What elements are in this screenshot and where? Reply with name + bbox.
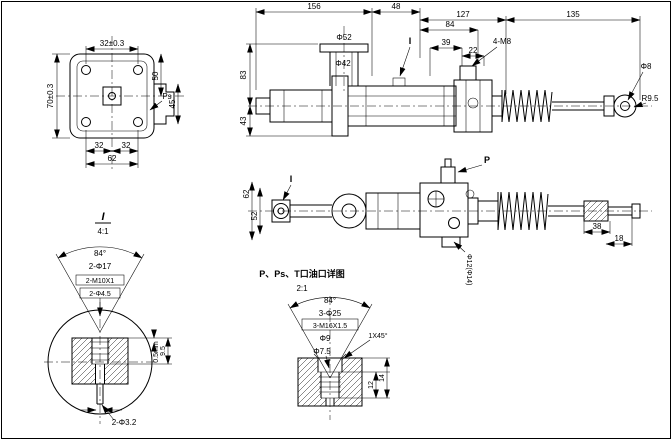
top-side-view: 156 48 127 135 84 39 22 4-M8 Φ52 Φ42 I 8… (239, 2, 659, 137)
dim-38: 38 (593, 222, 602, 231)
dim-127: 127 (456, 10, 470, 19)
label-4m8: 4-M8 (493, 37, 512, 46)
detail-marker-i-2: I (290, 174, 293, 184)
dim-39: 39 (442, 38, 451, 47)
dim-2phi17: 2-Φ17 (89, 262, 112, 271)
port-ps-label: Ps (162, 92, 171, 101)
dim-bottom-right: 32 (122, 141, 131, 150)
dim-chamfer: 1X45° (368, 332, 387, 340)
side-lug (154, 83, 175, 125)
detail-marker-i: I (409, 36, 412, 46)
dim-22: 22 (469, 46, 478, 55)
detail-i-angle: 84° (94, 249, 106, 258)
dim-phi75: Φ7.5 (313, 347, 331, 356)
dim-83: 83 (239, 70, 248, 79)
dim-84: 84 (446, 20, 455, 29)
dim-48: 48 (392, 2, 401, 11)
dim-43: 43 (239, 116, 248, 125)
dim-135: 135 (566, 10, 580, 19)
end-view: 32±0.3 70±0.3 32 32 62 50 45 Ps (46, 36, 186, 172)
port-detail-view: P、Ps、T口油口详图 2:1 84° 3-Φ25 3-M16X1.5 Φ9 Φ… (259, 268, 390, 420)
dim-2phi45: 2-Φ4.5 (89, 291, 111, 298)
dim-right-upper: 50 (151, 71, 160, 80)
detail-i-title: I (101, 211, 105, 223)
dim-2m10x1: 2-M10X1 (86, 278, 115, 285)
dim-52: 52 (250, 211, 259, 220)
label-phi42: Φ42 (335, 59, 351, 68)
dim-depth-12: 12 (368, 381, 375, 389)
dim-62: 62 (242, 189, 251, 198)
dim-phi9: Φ9 (320, 334, 331, 343)
dim-156: 156 (307, 2, 321, 11)
dim-0-5mm: 0.5mm (153, 341, 160, 363)
label-phi12-phi14: Φ12(Φ14) (465, 254, 472, 285)
label-phi8: Φ8 (641, 62, 652, 71)
dim-9-5: 9.5 (160, 346, 167, 356)
dim-bottom-left: 32 (95, 141, 104, 150)
port-detail-title: P、Ps、T口油口详图 (259, 268, 345, 279)
dim-18: 18 (615, 234, 624, 243)
dim-right-lower: 45 (168, 99, 177, 108)
dim-height: 70±0.3 (46, 83, 55, 108)
detail-i-scale: 4:1 (97, 227, 109, 236)
dim-bolt-spacing: 32±0.3 (100, 39, 125, 48)
label-r9-5: R9.5 (642, 94, 659, 103)
dim-3phi25: 3-Φ25 (319, 309, 342, 318)
port-p-label: P (484, 155, 490, 165)
dim-2phi32: 2-Φ3.2 (112, 418, 137, 427)
detail-i-view: I 4:1 84° 2-Φ17 2-M10X1 2-Φ4.5 (44, 211, 172, 427)
label-phi52: Φ52 (336, 33, 352, 42)
port-detail-scale: 2:1 (296, 284, 308, 293)
middle-side-view: I P 62 52 38 (242, 155, 652, 285)
dim-bottom-total: 62 (108, 154, 117, 163)
dim-depth-14: 14 (379, 374, 386, 382)
